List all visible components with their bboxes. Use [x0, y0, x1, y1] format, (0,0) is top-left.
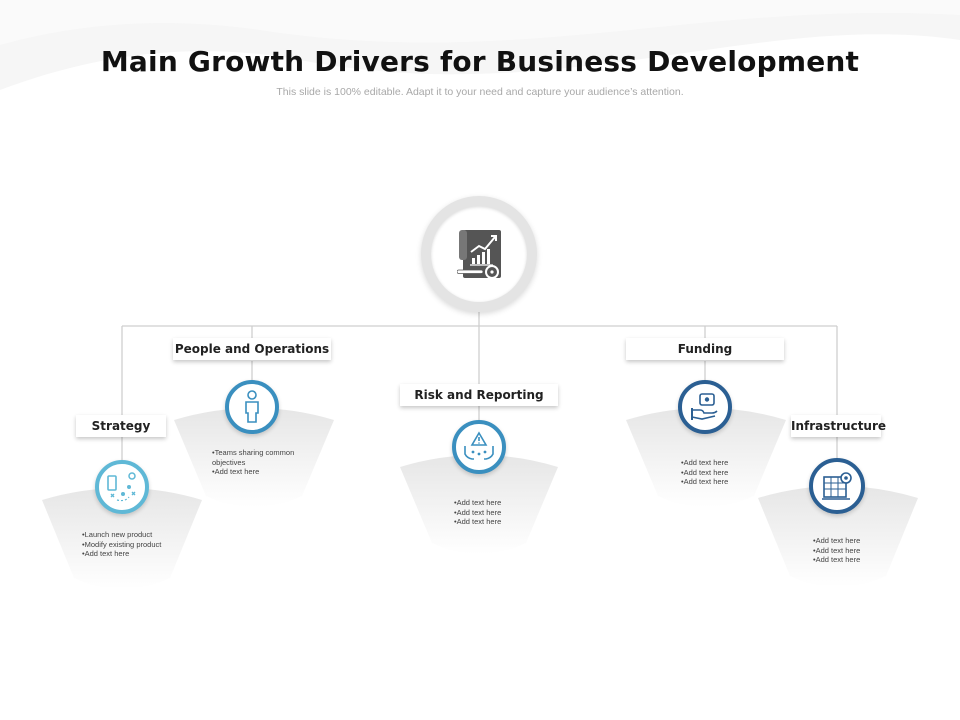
people-operations-label: People and Operations	[173, 338, 331, 360]
list-item: •Add text here	[681, 458, 729, 467]
people-operations-panel	[174, 408, 334, 507]
risk-reporting-label: Risk and Reporting	[400, 384, 558, 406]
list-item: •Add text here	[681, 477, 729, 487]
infrastructure-node	[809, 458, 865, 514]
funding-node	[678, 380, 732, 434]
page-title: Main Growth Drivers for Business Develop…	[100, 45, 860, 78]
people-operations-node	[225, 380, 279, 434]
list-item: •Add text here	[681, 467, 729, 477]
risk-reporting-bullets: •Add text here •Add text here •Add text …	[454, 498, 544, 527]
list-item: •Teams sharing common	[212, 448, 295, 457]
risk-hands-icon	[464, 431, 494, 460]
people-operations-bullets: •Teams sharing common objectives •Add te…	[212, 448, 322, 477]
building-gear-icon	[822, 472, 852, 500]
list-item: •Add text here	[454, 517, 502, 527]
list-item: •Modify existing product	[82, 539, 162, 549]
infrastructure-label: Infrastructure	[791, 415, 886, 437]
list-item: •Add text here	[454, 507, 502, 517]
background-swoosh	[0, 0, 960, 90]
strategy-panel	[42, 488, 202, 589]
list-item: •Add text here	[82, 549, 130, 559]
strategy-label: Strategy	[76, 415, 166, 437]
risk-reporting-panel	[400, 455, 558, 554]
list-item: •Add text here	[813, 545, 861, 555]
page-subtitle: This slide is 100% editable. Adapt it to…	[276, 86, 684, 98]
hub-circle	[421, 196, 537, 312]
infrastructure-bullets: •Add text here •Add text here •Add text …	[813, 536, 903, 565]
list-item: •Launch new product	[82, 530, 153, 539]
funding-panel	[626, 408, 786, 507]
list-item: objectives	[212, 457, 246, 467]
strategy-node	[95, 460, 149, 514]
strategy-bullets: •Launch new product •Modify existing pro…	[82, 530, 197, 559]
list-item: •Add text here	[813, 555, 861, 565]
person-icon	[245, 390, 259, 423]
list-item: •Add text here	[212, 467, 260, 477]
strategy-map-icon	[107, 472, 136, 502]
money-hand-icon	[691, 393, 718, 420]
infrastructure-panel	[758, 486, 918, 587]
list-item: •Add text here	[454, 498, 502, 507]
funding-label: Funding	[626, 338, 784, 360]
growth-report-icon	[457, 230, 501, 279]
risk-reporting-node	[452, 420, 506, 474]
funding-bullets: •Add text here •Add text here •Add text …	[681, 458, 771, 487]
list-item: •Add text here	[813, 536, 861, 545]
